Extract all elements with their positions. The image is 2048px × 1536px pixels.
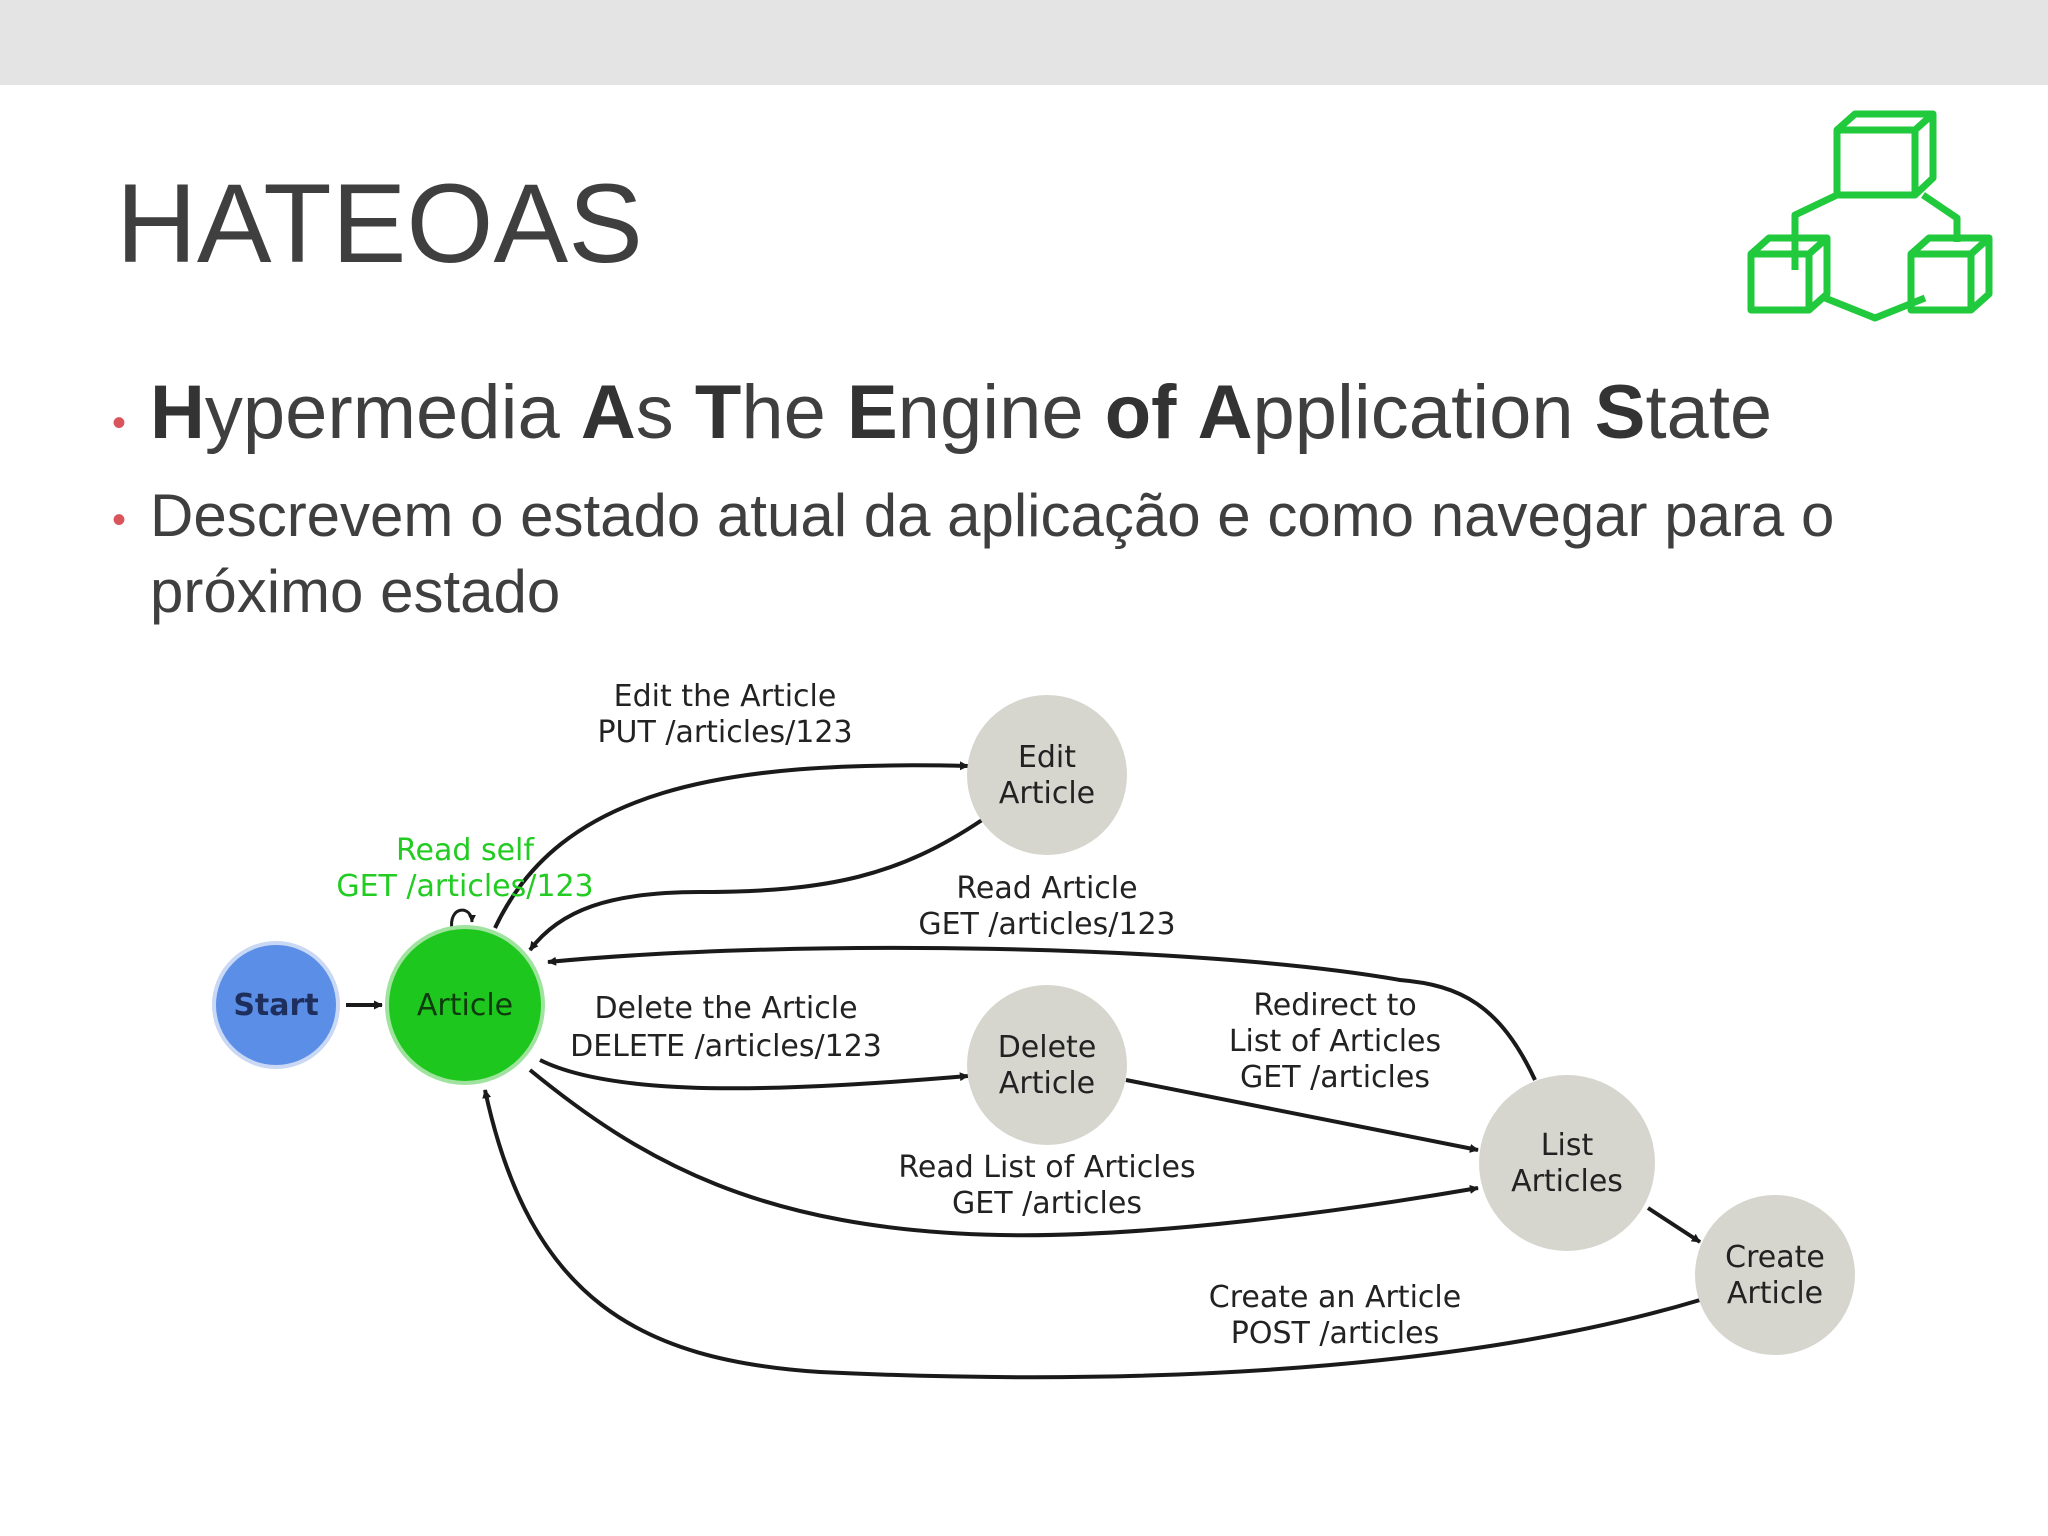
edge-label-line: GET /articles/123 xyxy=(918,907,1175,942)
edge-label-line: DELETE /articles/123 xyxy=(570,1029,882,1064)
acronym-expansion: Hypermedia As The Engine of Application … xyxy=(150,370,1772,455)
node-label-line: Article xyxy=(417,988,513,1023)
edge-label-line: GET /articles xyxy=(952,1186,1142,1221)
acronym-segment: he xyxy=(741,370,847,455)
edge-label-line: Read List of Articles xyxy=(898,1150,1195,1185)
node-label-line: Delete xyxy=(998,1030,1097,1065)
acronym-segment: H xyxy=(150,370,205,455)
node-label: Article xyxy=(417,988,513,1023)
acronym-segment: A xyxy=(1197,370,1253,455)
edge-edit-the-article xyxy=(493,761,969,929)
acronym-segment: T xyxy=(694,370,742,455)
edge-create-article xyxy=(482,1089,1701,1380)
edge-delete-the-article xyxy=(539,1058,969,1091)
slide-title: HATEOAS xyxy=(116,161,643,286)
node-label-line: Articles xyxy=(1511,1164,1623,1199)
node-label-line: Edit xyxy=(1018,740,1076,775)
acronym-segment: tate xyxy=(1645,370,1773,455)
edge-label-line: POST /articles xyxy=(1231,1316,1439,1351)
edge-label-line: Redirect to xyxy=(1253,988,1416,1023)
node-start: Start xyxy=(212,941,340,1069)
node-label-line: Article xyxy=(1727,1276,1823,1311)
acronym-segment: of xyxy=(1104,370,1177,455)
acronym-segment: ypermedia xyxy=(204,370,581,455)
node-label-line: Article xyxy=(999,776,1095,811)
edge-label-line: GET /articles xyxy=(1240,1060,1430,1095)
green-cubes-logo-icon xyxy=(1747,110,1993,322)
node-label-line: Start xyxy=(233,988,318,1023)
acronym-segment: A xyxy=(580,370,636,455)
edge-label-line: Edit the Article xyxy=(614,679,837,714)
edge-label-line: List of Articles xyxy=(1229,1024,1441,1059)
node-article: Article xyxy=(385,925,545,1085)
edge-edit-back xyxy=(528,818,984,952)
acronym-segment: E xyxy=(846,370,898,455)
acronym-segment: pplication xyxy=(1252,370,1595,455)
edge-read-article xyxy=(547,945,1537,1081)
node-label-line: List xyxy=(1541,1128,1594,1163)
description-text: Descrevem o estado atual da aplicação e … xyxy=(150,482,1835,625)
edge-label-line: Read Article xyxy=(956,871,1137,906)
top-band xyxy=(0,0,2048,85)
edge-label-line: Read self xyxy=(396,833,535,868)
bullet-dot: • xyxy=(112,401,127,445)
acronym-segment: S xyxy=(1594,370,1646,455)
edge-label-line: GET /articles/123 xyxy=(336,869,593,904)
acronym-segment: s xyxy=(635,370,695,455)
bullet-list: • Hypermedia As The Engine of Applicatio… xyxy=(110,368,1990,630)
edge-redirect xyxy=(1125,1078,1479,1153)
edge-list-create xyxy=(1646,1206,1702,1244)
edge-label-line: PUT /articles/123 xyxy=(597,715,852,750)
node-label-line: Article xyxy=(999,1066,1095,1101)
bullet-description: • Descrevem o estado atual da aplicação … xyxy=(110,478,1990,630)
node-label-line: Create xyxy=(1725,1240,1825,1275)
bullet-dot: • xyxy=(112,498,127,542)
bullet-acronym: • Hypermedia As The Engine of Applicatio… xyxy=(110,368,1990,458)
acronym-segment xyxy=(1176,370,1197,455)
acronym-segment: ngine xyxy=(897,370,1105,455)
edge-read-list xyxy=(528,1068,1479,1238)
edge-label-line: Delete the Article xyxy=(594,991,857,1026)
edge-label-line: Create an Article xyxy=(1209,1280,1461,1315)
edge-read-self xyxy=(450,908,476,931)
node-label: Start xyxy=(233,988,318,1023)
